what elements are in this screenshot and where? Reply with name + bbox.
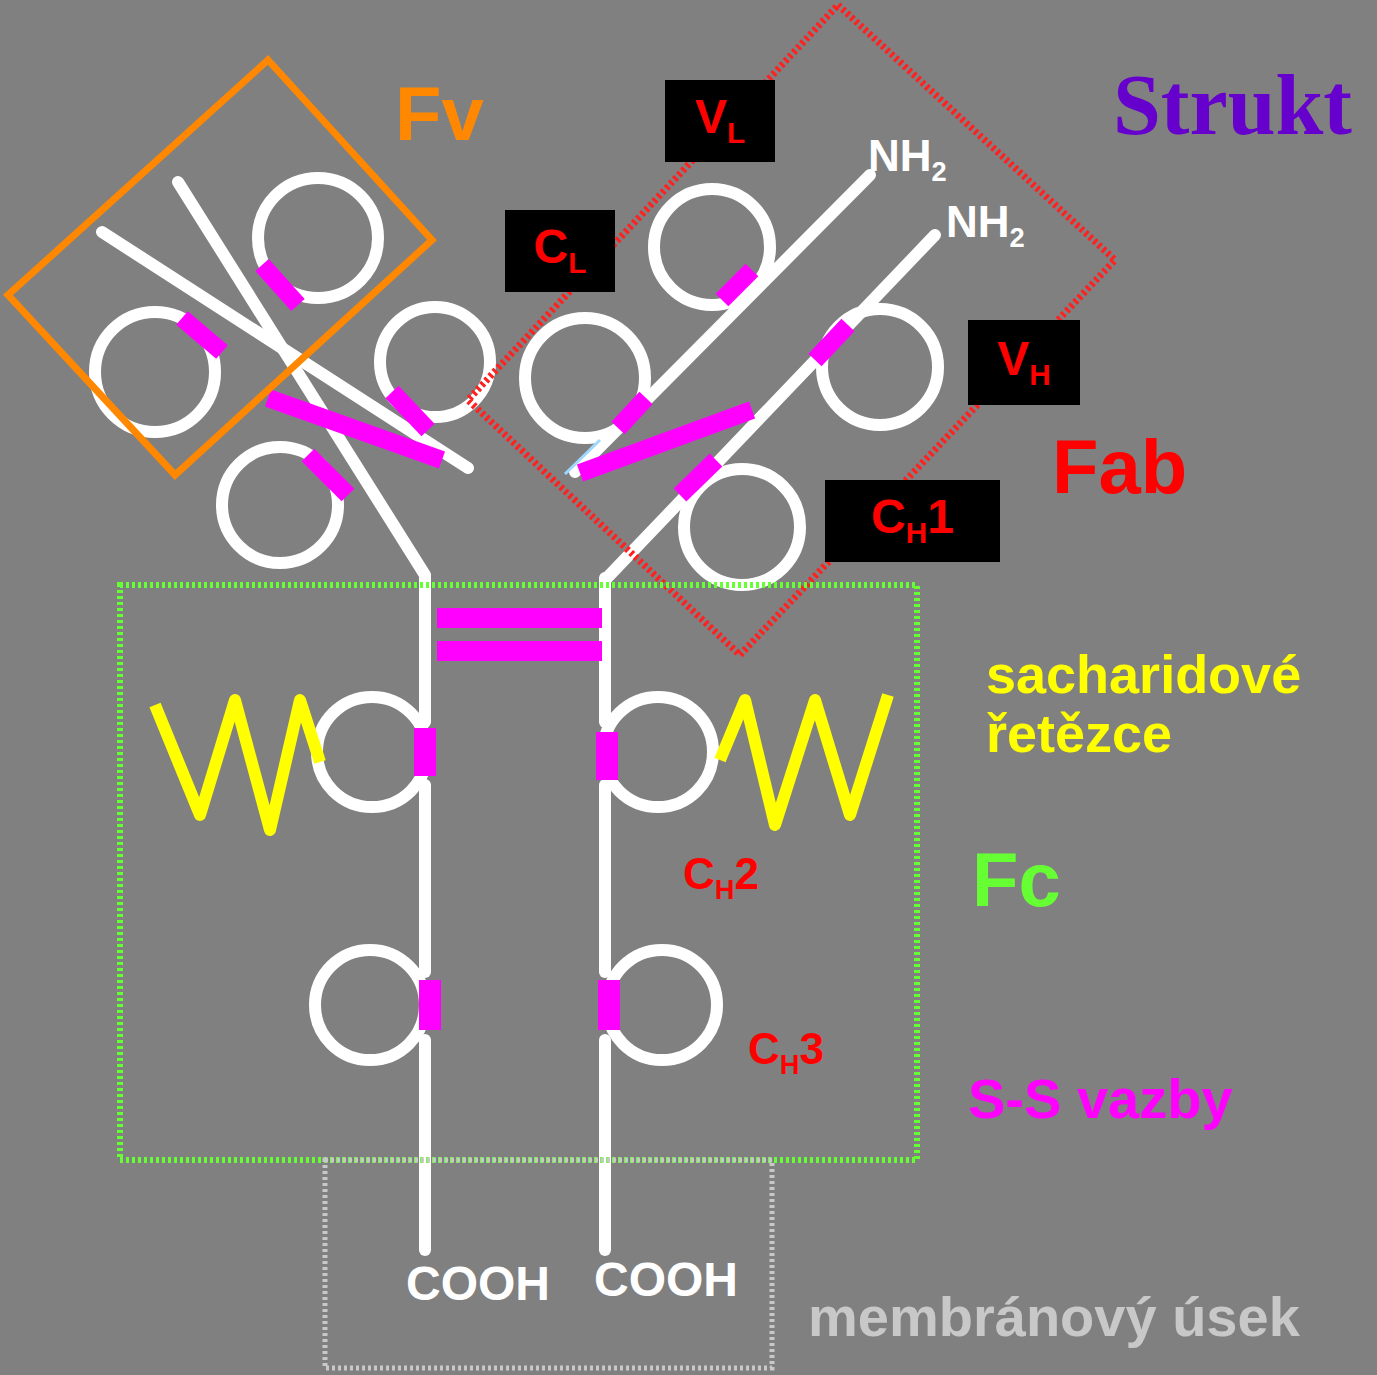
ss-bond (596, 732, 618, 780)
terminus-label: COOH (406, 1258, 550, 1311)
subscript: 2 (932, 156, 947, 187)
domain-label-box: VH (968, 320, 1080, 405)
heavy-chain (599, 1040, 611, 1250)
subscript: H (1029, 358, 1051, 391)
terminus-label: NH2 (946, 198, 1025, 253)
ss-bond (618, 398, 646, 428)
domain-loop (525, 318, 645, 438)
ss-bond (182, 318, 222, 352)
carbohydrate-chains (155, 695, 888, 830)
ss-bond (414, 728, 436, 776)
domain-loop (603, 697, 713, 807)
domain-loop (654, 189, 770, 305)
heavy-chain (419, 785, 431, 972)
subscript: L (727, 117, 745, 150)
diagram-title: Strukt (1113, 58, 1352, 153)
domain-label: CH1 (871, 491, 954, 550)
subscript: H (715, 874, 735, 905)
ss-bond (722, 270, 752, 300)
heavy-chain (419, 1040, 431, 1250)
ss-bond (262, 265, 298, 305)
region-label: Fab (1052, 425, 1187, 509)
domain-label: CH3 (748, 1025, 824, 1080)
domain-label-box: VL (665, 80, 775, 162)
outline (120, 585, 917, 1160)
ss-bond (437, 641, 602, 661)
note-label: sacharidové řetězce (986, 645, 1366, 764)
heavy-chain (419, 578, 431, 722)
domain-loop (315, 950, 425, 1060)
domain-label: VH (997, 333, 1051, 392)
region-label: Fv (395, 72, 484, 156)
outline (8, 60, 432, 475)
outline (325, 1160, 772, 1368)
polypeptide-chains (95, 175, 938, 1250)
zigzag (155, 700, 320, 830)
subscript: H (780, 1049, 800, 1080)
ss-bond (437, 608, 602, 628)
ss-bond (680, 460, 716, 495)
domain-label-box: CH1 (825, 480, 1000, 562)
terminus-label: NH2 (868, 132, 947, 187)
zigzag (720, 695, 888, 825)
bond-line (565, 440, 600, 474)
region-outline (118, 583, 1078, 1163)
outline (468, 5, 1115, 655)
domain-label: VL (695, 91, 745, 150)
subscript: L (568, 247, 586, 280)
ss-bond (580, 410, 752, 473)
domain-label: CH2 (683, 850, 759, 905)
terminus-label: COOH (594, 1254, 738, 1307)
fragment-region: Fv (5, 55, 495, 480)
ss-bond (419, 980, 441, 1030)
domain-loop (607, 950, 717, 1060)
domain-loop (317, 697, 427, 807)
heavy-chain (599, 785, 611, 972)
region-label: Fc (972, 838, 1061, 922)
ss-bond (598, 980, 620, 1030)
ss-bond (308, 455, 348, 495)
region-label: membránový úsek (808, 1286, 1300, 1348)
ss-bond (815, 325, 848, 360)
domain-label-box: CL (505, 210, 615, 292)
note-label: S-S vazby (968, 1068, 1233, 1130)
fragment-region: Fc (118, 583, 1078, 1163)
subscript: 2 (1010, 222, 1025, 253)
ss-bond (392, 392, 428, 430)
subscript: H (906, 517, 928, 550)
domain-label: CL (534, 221, 587, 280)
disulfide-bonds (414, 608, 620, 1030)
